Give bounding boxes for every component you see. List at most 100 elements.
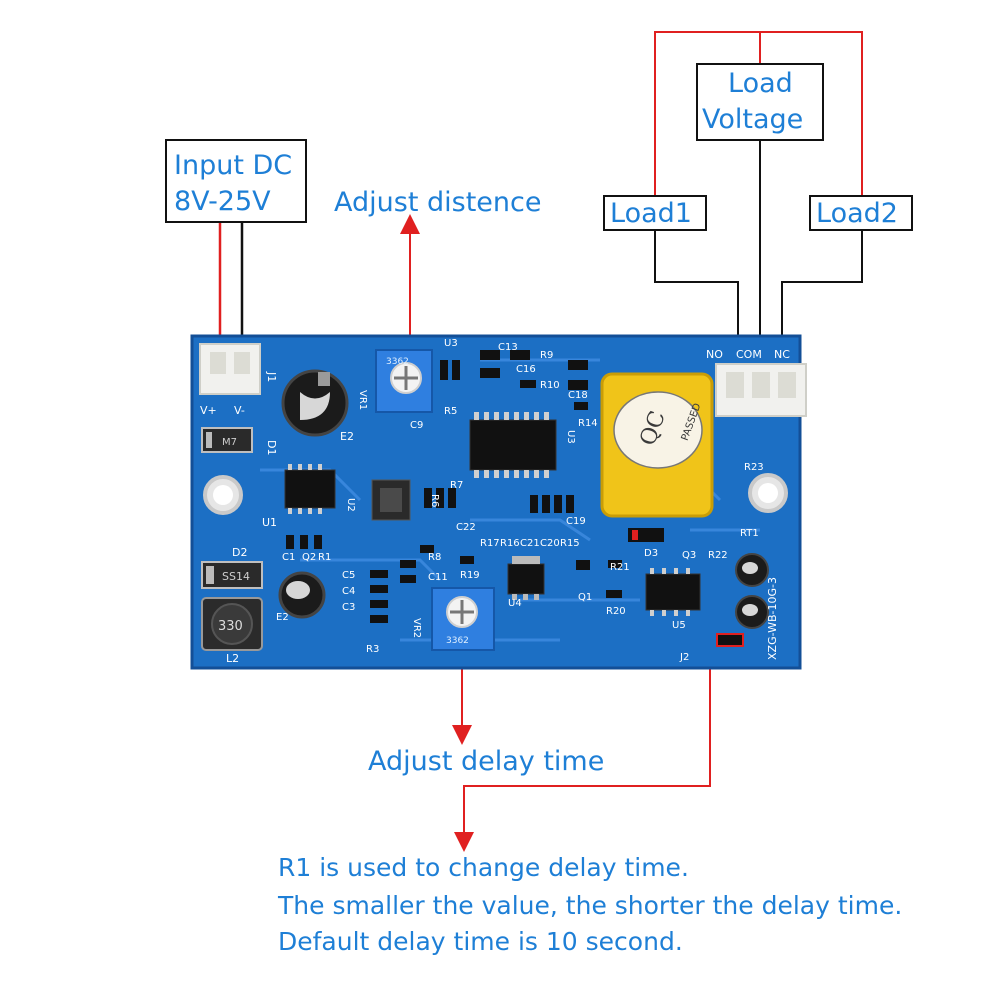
silk-c14: C18 [568, 390, 588, 401]
inductor-l2: 330 [201, 597, 263, 651]
note-line3: Default delay time is 10 second. [278, 927, 683, 956]
silk-u2: U2 [345, 498, 356, 512]
silk-u4: U4 [508, 598, 522, 609]
svg-text:M7: M7 [222, 437, 237, 448]
load-wire-red-loop [654, 31, 863, 196]
j2-pin-com: COM [736, 348, 762, 361]
silk-r3: R3 [366, 644, 379, 655]
connector-j2 [715, 363, 807, 417]
silk-u1: U1 [262, 516, 277, 529]
silk-r1: R1 [318, 552, 331, 563]
silk-d3: D3 [644, 548, 658, 559]
label-input-dc: Input DC 8V-25V [165, 139, 307, 223]
silk-vr2: VR2 [411, 618, 422, 638]
note-line2: The smaller the value, the shorter the d… [277, 891, 902, 920]
capacitor-c22 [735, 595, 769, 629]
r1-note: R1 is used to change delay time. The sma… [277, 853, 902, 956]
adjust-delay-label: Adjust delay time [368, 746, 604, 777]
j2-pin-no: NO [706, 348, 723, 361]
silk-u5: U5 [672, 620, 686, 631]
silk-q1: Q1 [578, 592, 592, 603]
silk-r9: R7 [450, 480, 463, 491]
silk-c8: C9 [410, 420, 423, 431]
silk-r23: R22 [708, 550, 728, 561]
board-model: XZG-WB-10G-3 [766, 577, 779, 660]
silk-c18: C20 [540, 538, 560, 549]
load1-wire-black [654, 230, 739, 385]
chip-u2 [371, 479, 411, 521]
svg-text:SS14: SS14 [222, 570, 250, 583]
silk-r2: Q2 [302, 552, 316, 563]
load-voltage-line1: Load [728, 68, 793, 99]
silk-c1: C1 [282, 552, 295, 563]
input-dc-line1: Input DC [174, 150, 292, 181]
silk-r8: R6 [429, 494, 440, 507]
label-load-voltage: Load Voltage [696, 63, 824, 141]
load1-text: Load1 [610, 198, 692, 229]
silk-r22: R21 [610, 562, 630, 573]
silk-r13: R10 [540, 380, 560, 391]
silk-c5: C5 [342, 570, 355, 581]
r1-note-arrow [454, 640, 711, 852]
silk-c4: C4 [342, 586, 355, 597]
mounting-hole-left [203, 475, 243, 515]
j2-pin-nc: NC [774, 348, 790, 361]
silk-d2: D2 [232, 546, 247, 559]
label-load2: Load2 [809, 195, 913, 231]
chip-u5 [645, 568, 701, 616]
silk-vr1: VR1 [357, 390, 368, 410]
silk-c13: C16 [516, 364, 536, 375]
silk-c21: RT1 [740, 528, 759, 539]
load-voltage-line2: Voltage [702, 104, 803, 135]
adjust-distance-label: Adjust distence [334, 187, 541, 218]
svg-text:3362: 3362 [446, 636, 469, 646]
input-dc-line2: 8V-25V [174, 186, 271, 217]
silk-q3: Q3 [682, 550, 696, 561]
svg-text:3362: 3362 [386, 357, 409, 367]
load2-wire-black [781, 230, 863, 385]
silk-c20: C22 [456, 522, 476, 533]
j1-pin-vminus: V- [234, 404, 245, 417]
potentiometer-vr2: 3362 [431, 587, 495, 651]
connector-j1 [199, 343, 261, 395]
chip-u4 [507, 556, 545, 600]
silk-r18: R17 [480, 538, 500, 549]
pcb-board: V+ V- J1 M7 D1 E2 U1 [190, 334, 807, 670]
silk-c22: J2 [679, 652, 689, 663]
silk-c11: C13 [498, 342, 518, 353]
note-line1: R1 is used to change delay time. [278, 853, 689, 882]
diode-ss14: SS14 [201, 561, 263, 589]
silk-c2: E2 [340, 430, 354, 443]
silk-u3: U3 [565, 430, 576, 444]
potentiometer-vr1: 3362 [375, 349, 433, 413]
smd-cluster-left [286, 535, 474, 623]
silk-r20: R19 [460, 570, 480, 581]
silk-r16: R15 [560, 538, 580, 549]
svg-text:330: 330 [218, 619, 243, 634]
silk-r17: R16 [500, 538, 520, 549]
wiring [218, 31, 863, 852]
silk-d1: D1 [265, 440, 278, 455]
smd-cluster-center [424, 350, 622, 598]
silk-l2: L2 [226, 652, 239, 665]
silk-c19: C21 [520, 538, 540, 549]
capacitor-c1-electrolytic [281, 369, 349, 437]
capacitor-c2-electrolytic [278, 571, 326, 619]
j1-pin-vplus: V+ [200, 404, 217, 417]
capacitor-c21 [735, 553, 769, 587]
mounting-hole-right [748, 473, 788, 513]
rt1-component [716, 633, 744, 647]
silk-j1: J1 [265, 371, 278, 382]
silk-r21: R20 [606, 606, 626, 617]
chip-u1 [284, 464, 336, 514]
chip-u3 [469, 412, 557, 478]
silk-c9: C11 [428, 572, 448, 583]
silk-r15: R14 [578, 418, 598, 429]
silk-r24: R23 [744, 462, 764, 473]
diode-d3 [628, 528, 664, 542]
silk-c16: C19 [566, 516, 586, 527]
silk-r10: R8 [428, 552, 441, 563]
silk-r7: R5 [444, 406, 457, 417]
silk-q1-top: U3 [444, 338, 458, 349]
